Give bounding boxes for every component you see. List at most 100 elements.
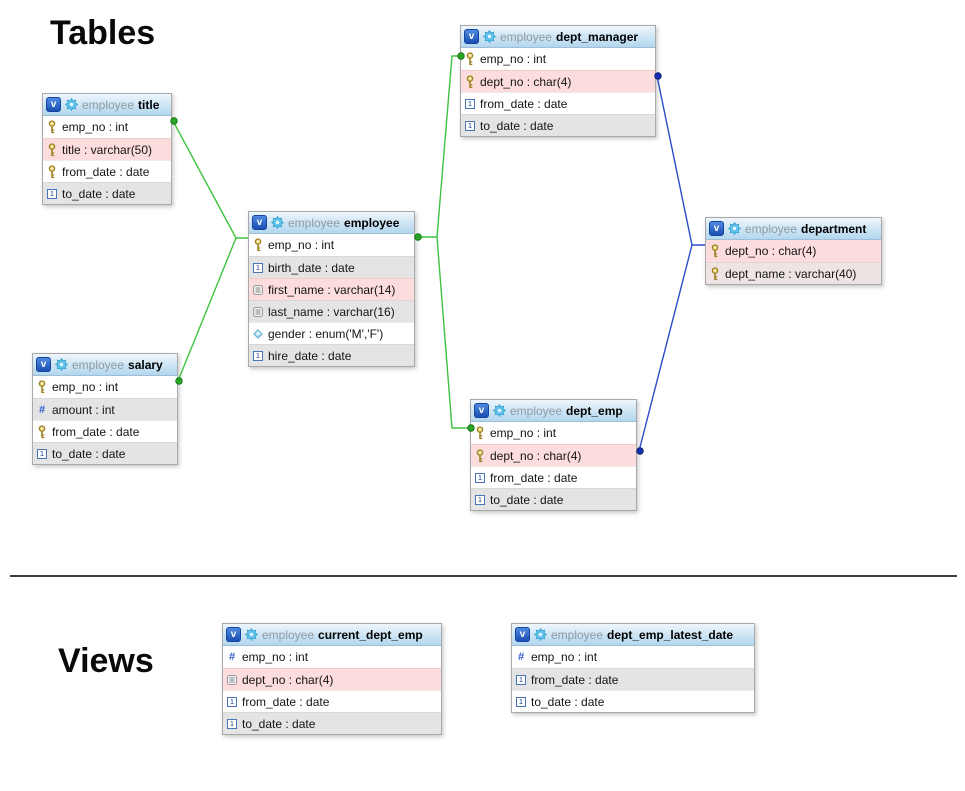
schema-name: employee bbox=[745, 221, 798, 236]
table-header[interactable]: v employee dept_emp_latest_date bbox=[512, 624, 754, 646]
column-row[interactable]: dept_no : char(4) bbox=[223, 668, 441, 690]
column-label: first_name : varchar(14) bbox=[268, 282, 396, 297]
column-row[interactable]: dept_no : char(4) bbox=[471, 444, 636, 466]
column-label: last_name : varchar(16) bbox=[268, 304, 395, 319]
column-row[interactable]: dept_name : varchar(40) bbox=[706, 262, 881, 284]
gear-icon[interactable] bbox=[245, 628, 258, 641]
gear-icon[interactable] bbox=[728, 222, 741, 235]
column-row[interactable]: emp_no : int bbox=[512, 646, 754, 668]
key-icon bbox=[37, 380, 47, 394]
column-row[interactable]: to_date : date bbox=[471, 488, 636, 510]
relation-line-employee-dept-emp bbox=[436, 236, 470, 429]
column-row[interactable]: birth_date : date bbox=[249, 256, 414, 278]
gear-icon[interactable] bbox=[55, 358, 68, 371]
table-dept-emp[interactable]: v employee dept_emp emp_no : int dept_no… bbox=[470, 399, 637, 511]
table-header[interactable]: v employee department bbox=[706, 218, 881, 240]
table-header[interactable]: v employee current_dept_emp bbox=[223, 624, 441, 646]
column-row[interactable]: dept_no : char(4) bbox=[706, 240, 881, 262]
gear-icon[interactable] bbox=[483, 30, 496, 43]
view-dept-emp-latest-date[interactable]: v employee dept_emp_latest_date emp_no :… bbox=[511, 623, 755, 713]
column-row[interactable]: from_date : date bbox=[33, 420, 177, 442]
view-badge-icon[interactable]: v bbox=[226, 627, 241, 642]
view-badge-icon[interactable]: v bbox=[252, 215, 267, 230]
column-label: from_date : date bbox=[490, 470, 578, 485]
column-row[interactable]: last_name : varchar(16) bbox=[249, 300, 414, 322]
calendar-icon bbox=[516, 696, 526, 707]
column-row[interactable]: to_date : date bbox=[461, 114, 655, 136]
column-row[interactable]: first_name : varchar(14) bbox=[249, 278, 414, 300]
table-name: department bbox=[801, 221, 867, 236]
column-label: dept_no : char(4) bbox=[725, 244, 817, 258]
schema-name: employee bbox=[551, 627, 604, 642]
schema-name: employee bbox=[510, 403, 563, 418]
column-label: birth_date : date bbox=[268, 260, 355, 275]
column-row[interactable]: from_date : date bbox=[471, 466, 636, 488]
text-icon bbox=[253, 307, 263, 317]
schema-name: employee bbox=[262, 627, 315, 642]
column-label: emp_no : int bbox=[480, 52, 547, 66]
key-icon bbox=[37, 425, 47, 439]
numeric-icon bbox=[37, 404, 47, 416]
numeric-icon bbox=[516, 651, 526, 663]
column-row[interactable]: dept_no : char(4) bbox=[461, 70, 655, 92]
views-heading: Views bbox=[58, 642, 154, 680]
table-salary[interactable]: v employee salary emp_no : int amount : … bbox=[32, 353, 178, 465]
column-row[interactable]: hire_date : date bbox=[249, 344, 414, 366]
column-row[interactable]: emp_no : int bbox=[223, 646, 441, 668]
table-name: current_dept_emp bbox=[318, 627, 423, 642]
table-header[interactable]: v employee employee bbox=[249, 212, 414, 234]
table-dept-manager[interactable]: v employee dept_manager emp_no : int dep… bbox=[460, 25, 656, 137]
calendar-icon bbox=[253, 262, 263, 273]
table-header[interactable]: v employee title bbox=[43, 94, 171, 116]
view-badge-icon[interactable]: v bbox=[709, 221, 724, 236]
table-department[interactable]: v employee department dept_no : char(4) … bbox=[705, 217, 882, 285]
key-icon bbox=[465, 75, 475, 89]
table-header[interactable]: v employee dept_emp bbox=[471, 400, 636, 422]
table-header[interactable]: v employee dept_manager bbox=[461, 26, 655, 48]
gear-icon[interactable] bbox=[65, 98, 78, 111]
gear-icon[interactable] bbox=[493, 404, 506, 417]
gear-icon[interactable] bbox=[271, 216, 284, 229]
section-divider bbox=[10, 575, 957, 577]
view-badge-icon[interactable]: v bbox=[36, 357, 51, 372]
column-label: emp_no : int bbox=[52, 380, 119, 394]
column-row[interactable]: gender : enum('M','F') bbox=[249, 322, 414, 344]
key-icon bbox=[710, 244, 720, 258]
column-row[interactable]: from_date : date bbox=[461, 92, 655, 114]
view-badge-icon[interactable]: v bbox=[474, 403, 489, 418]
column-row[interactable]: emp_no : int bbox=[471, 422, 636, 444]
table-title[interactable]: v employee title emp_no : int title : va… bbox=[42, 93, 172, 205]
column-row[interactable]: emp_no : int bbox=[249, 234, 414, 256]
view-current-dept-emp[interactable]: v employee current_dept_emp emp_no : int… bbox=[222, 623, 442, 735]
column-row[interactable]: from_date : date bbox=[43, 160, 171, 182]
view-badge-icon[interactable]: v bbox=[515, 627, 530, 642]
relation-line-salary-employee bbox=[177, 237, 237, 382]
table-name: title bbox=[138, 97, 160, 112]
tables-heading: Tables bbox=[50, 14, 156, 52]
view-badge-icon[interactable]: v bbox=[464, 29, 479, 44]
relation-endpoint-dot bbox=[414, 233, 422, 241]
enum-icon bbox=[253, 329, 263, 339]
column-row[interactable]: to_date : date bbox=[223, 712, 441, 734]
column-row[interactable]: emp_no : int bbox=[33, 376, 177, 398]
column-label: emp_no : int bbox=[242, 650, 309, 664]
column-label: from_date : date bbox=[531, 672, 619, 687]
column-row[interactable]: emp_no : int bbox=[43, 116, 171, 138]
column-row[interactable]: amount : int bbox=[33, 398, 177, 420]
view-badge-icon[interactable]: v bbox=[46, 97, 61, 112]
column-row[interactable]: to_date : date bbox=[33, 442, 177, 464]
table-employee[interactable]: v employee employee emp_no : int birth_d… bbox=[248, 211, 415, 367]
table-header[interactable]: v employee salary bbox=[33, 354, 177, 376]
column-row[interactable]: title : varchar(50) bbox=[43, 138, 171, 160]
key-icon bbox=[47, 143, 57, 157]
relation-line-dept-emp-department bbox=[638, 244, 693, 452]
column-row[interactable]: emp_no : int bbox=[461, 48, 655, 70]
column-label: gender : enum('M','F') bbox=[268, 326, 384, 341]
column-row[interactable]: from_date : date bbox=[512, 668, 754, 690]
gear-icon[interactable] bbox=[534, 628, 547, 641]
column-row[interactable]: to_date : date bbox=[512, 690, 754, 712]
column-label: from_date : date bbox=[242, 694, 330, 709]
column-row[interactable]: from_date : date bbox=[223, 690, 441, 712]
column-row[interactable]: to_date : date bbox=[43, 182, 171, 204]
schema-name: employee bbox=[288, 215, 341, 230]
